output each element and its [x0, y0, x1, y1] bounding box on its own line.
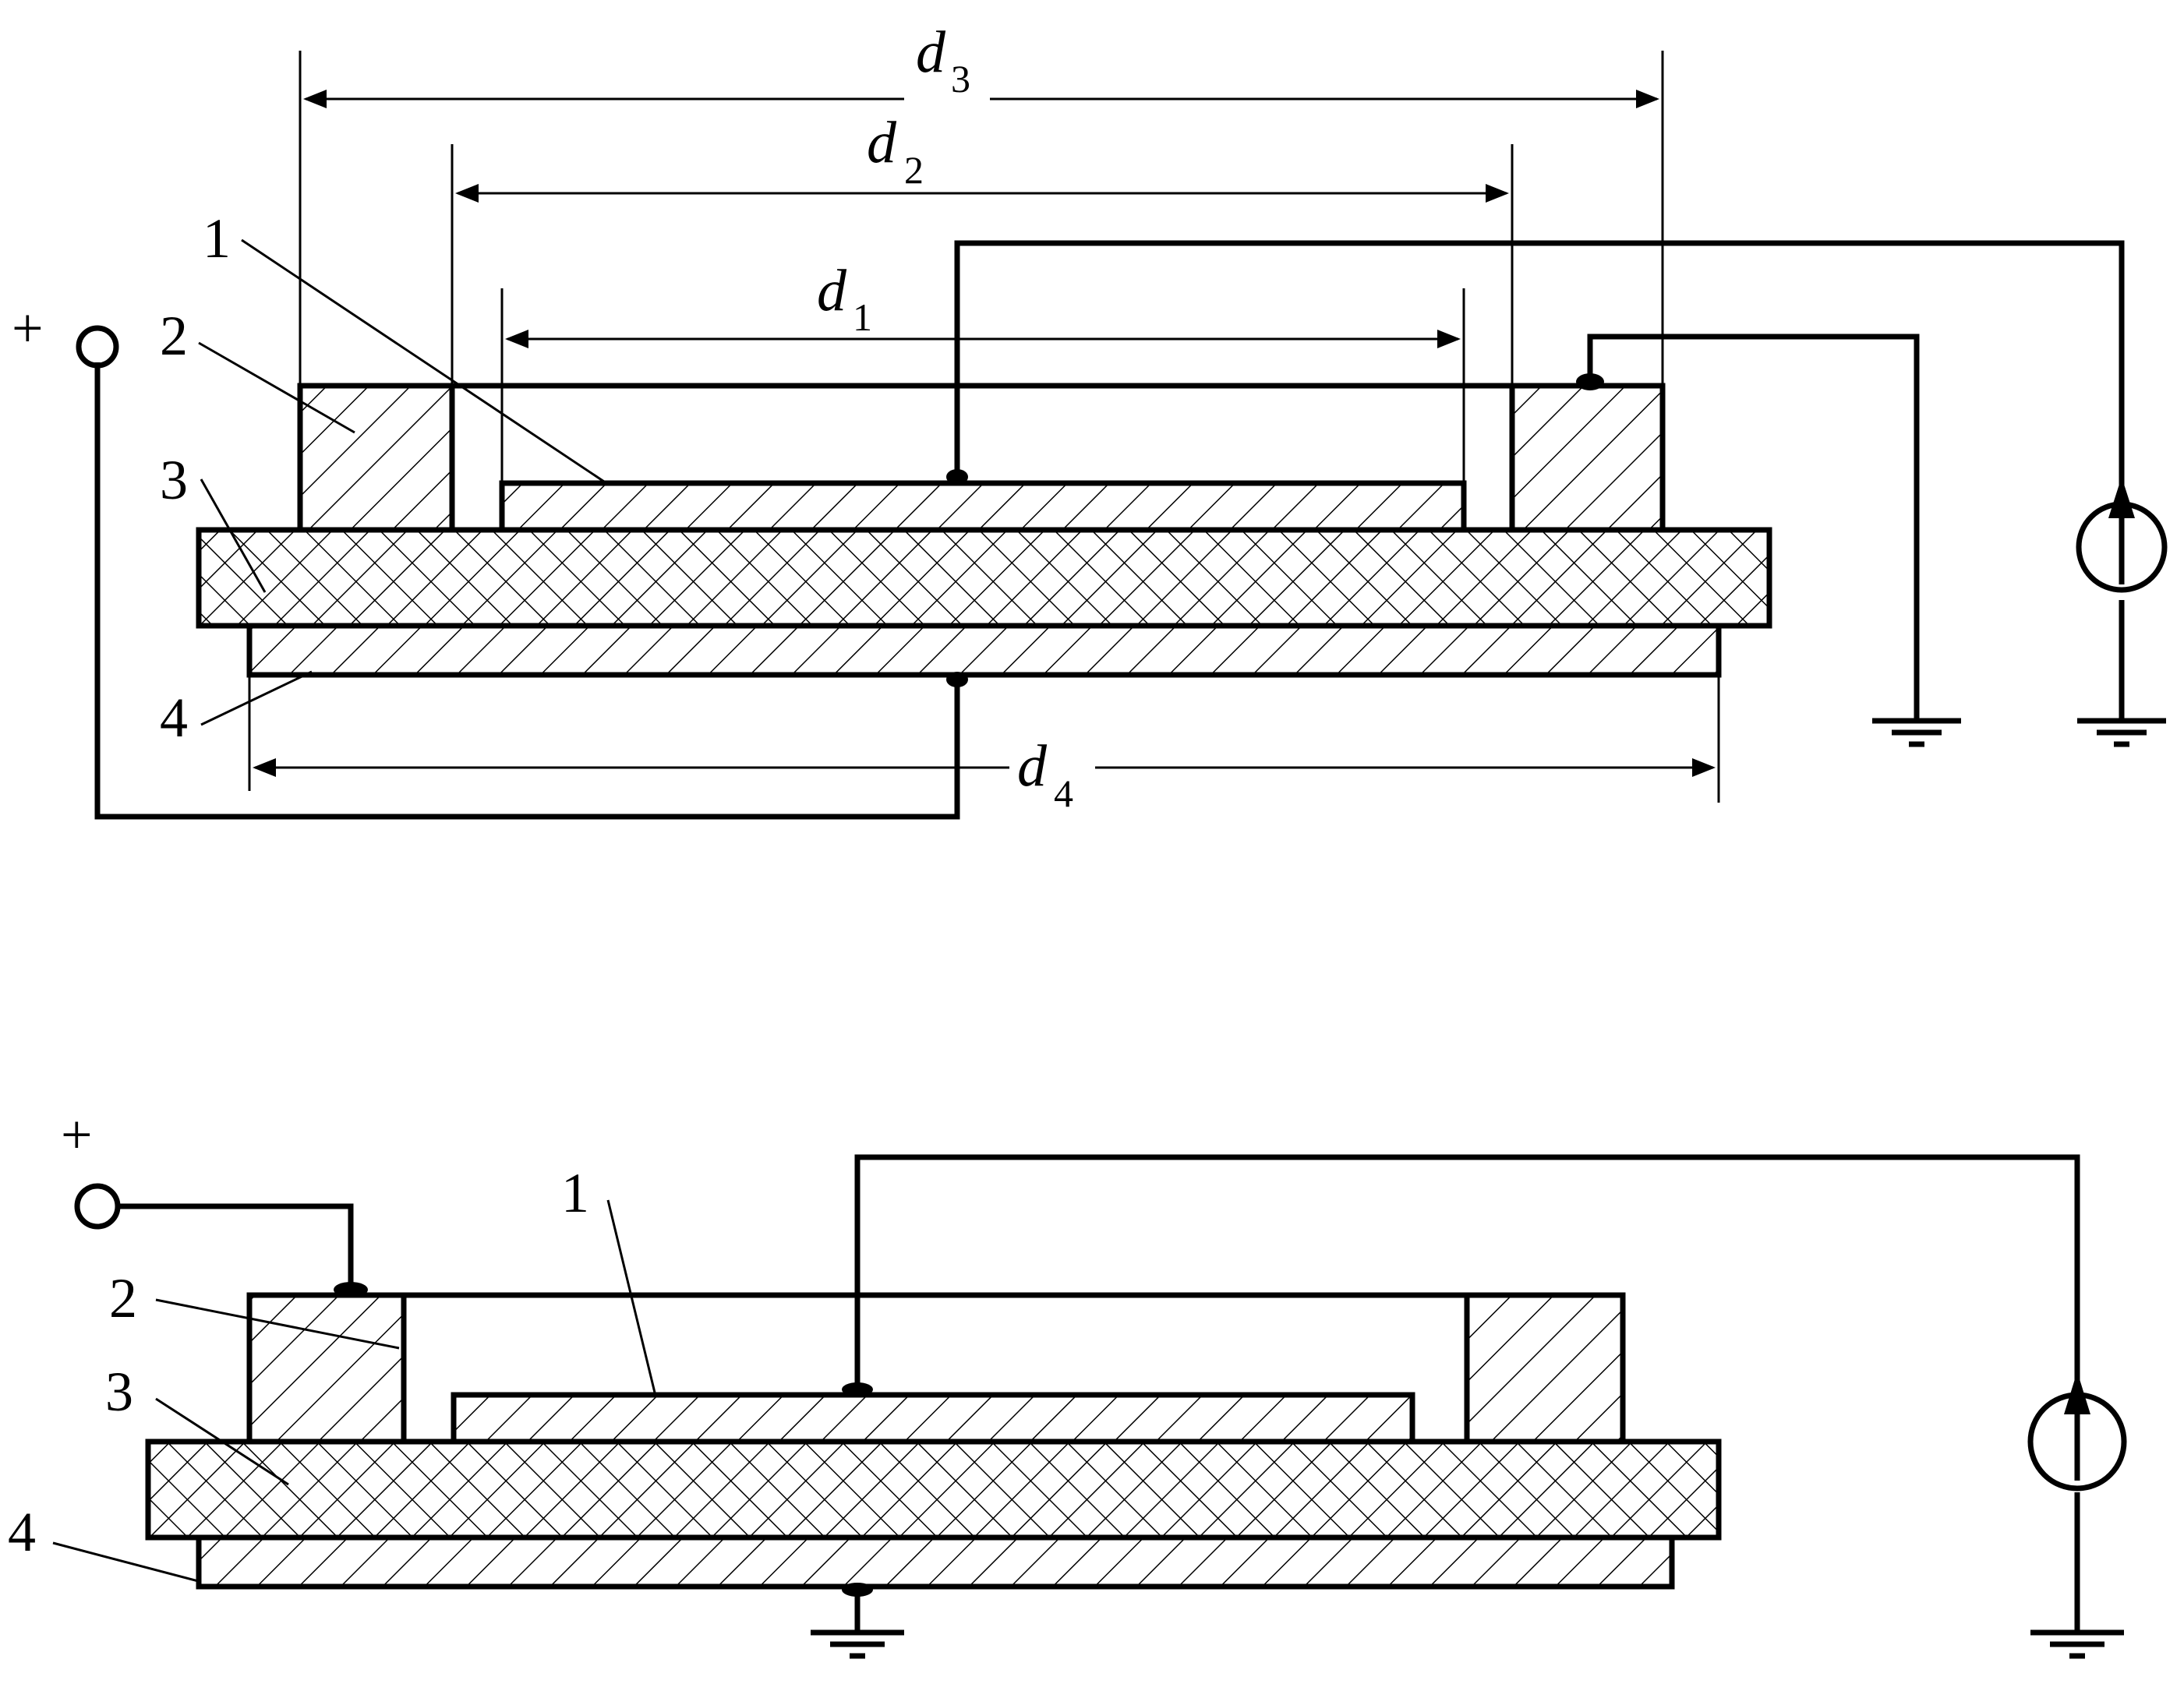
d4-label-main: d: [1017, 733, 1048, 799]
label-4-top: 4: [160, 687, 188, 749]
label-2-bottom: 2: [109, 1267, 137, 1329]
label-4-bottom: 4: [8, 1501, 36, 1563]
top-leaders: [198, 238, 605, 726]
current-source-arrow-icon: [2108, 477, 2135, 518]
bottom-leaders: [52, 1199, 656, 1583]
top-wiring: [76, 240, 2168, 820]
positive-terminal-icon-bottom: [74, 1183, 121, 1230]
guard-electrode-left-bottom: [246, 1292, 407, 1445]
label-3-bottom: 3: [105, 1361, 133, 1423]
plus-sign-bottom: +: [61, 1103, 93, 1166]
guard-electrode-left: [297, 383, 455, 533]
d1-label-sub: 1: [853, 295, 872, 339]
label-1-bottom: 1: [561, 1162, 589, 1224]
measuring-electrode-bottom: [451, 1392, 1415, 1445]
guard-electrode-right-bottom: [1464, 1292, 1626, 1445]
plus-sign-top: +: [12, 297, 44, 359]
label-2-top: 2: [160, 305, 188, 367]
d2-label-main: d: [867, 110, 897, 175]
high-voltage-electrode-bottom: [196, 1534, 1675, 1590]
guard-electrode-right: [1509, 383, 1666, 533]
dimension-lines: [248, 51, 1720, 803]
d3-label-sub: 3: [951, 57, 970, 101]
d4-label-sub: 4: [1054, 771, 1073, 815]
measuring-electrode: [499, 480, 1467, 533]
bottom-wiring: [74, 1154, 2127, 1659]
d1-label-main: d: [817, 258, 847, 323]
positive-terminal-icon: [76, 325, 119, 369]
d3-label-main: d: [916, 19, 946, 85]
label-3-top: 3: [160, 449, 188, 511]
high-voltage-electrode: [246, 623, 1722, 678]
specimen-layer-bottom: [145, 1439, 1722, 1541]
specimen-layer: [196, 527, 1772, 629]
top-diagram: d 3 d 2 d 1 d 4: [12, 19, 2168, 820]
bottom-diagram: 1 2 3 4 +: [8, 1103, 2127, 1659]
label-1-top: 1: [203, 207, 231, 270]
d2-label-sub: 2: [904, 148, 924, 192]
